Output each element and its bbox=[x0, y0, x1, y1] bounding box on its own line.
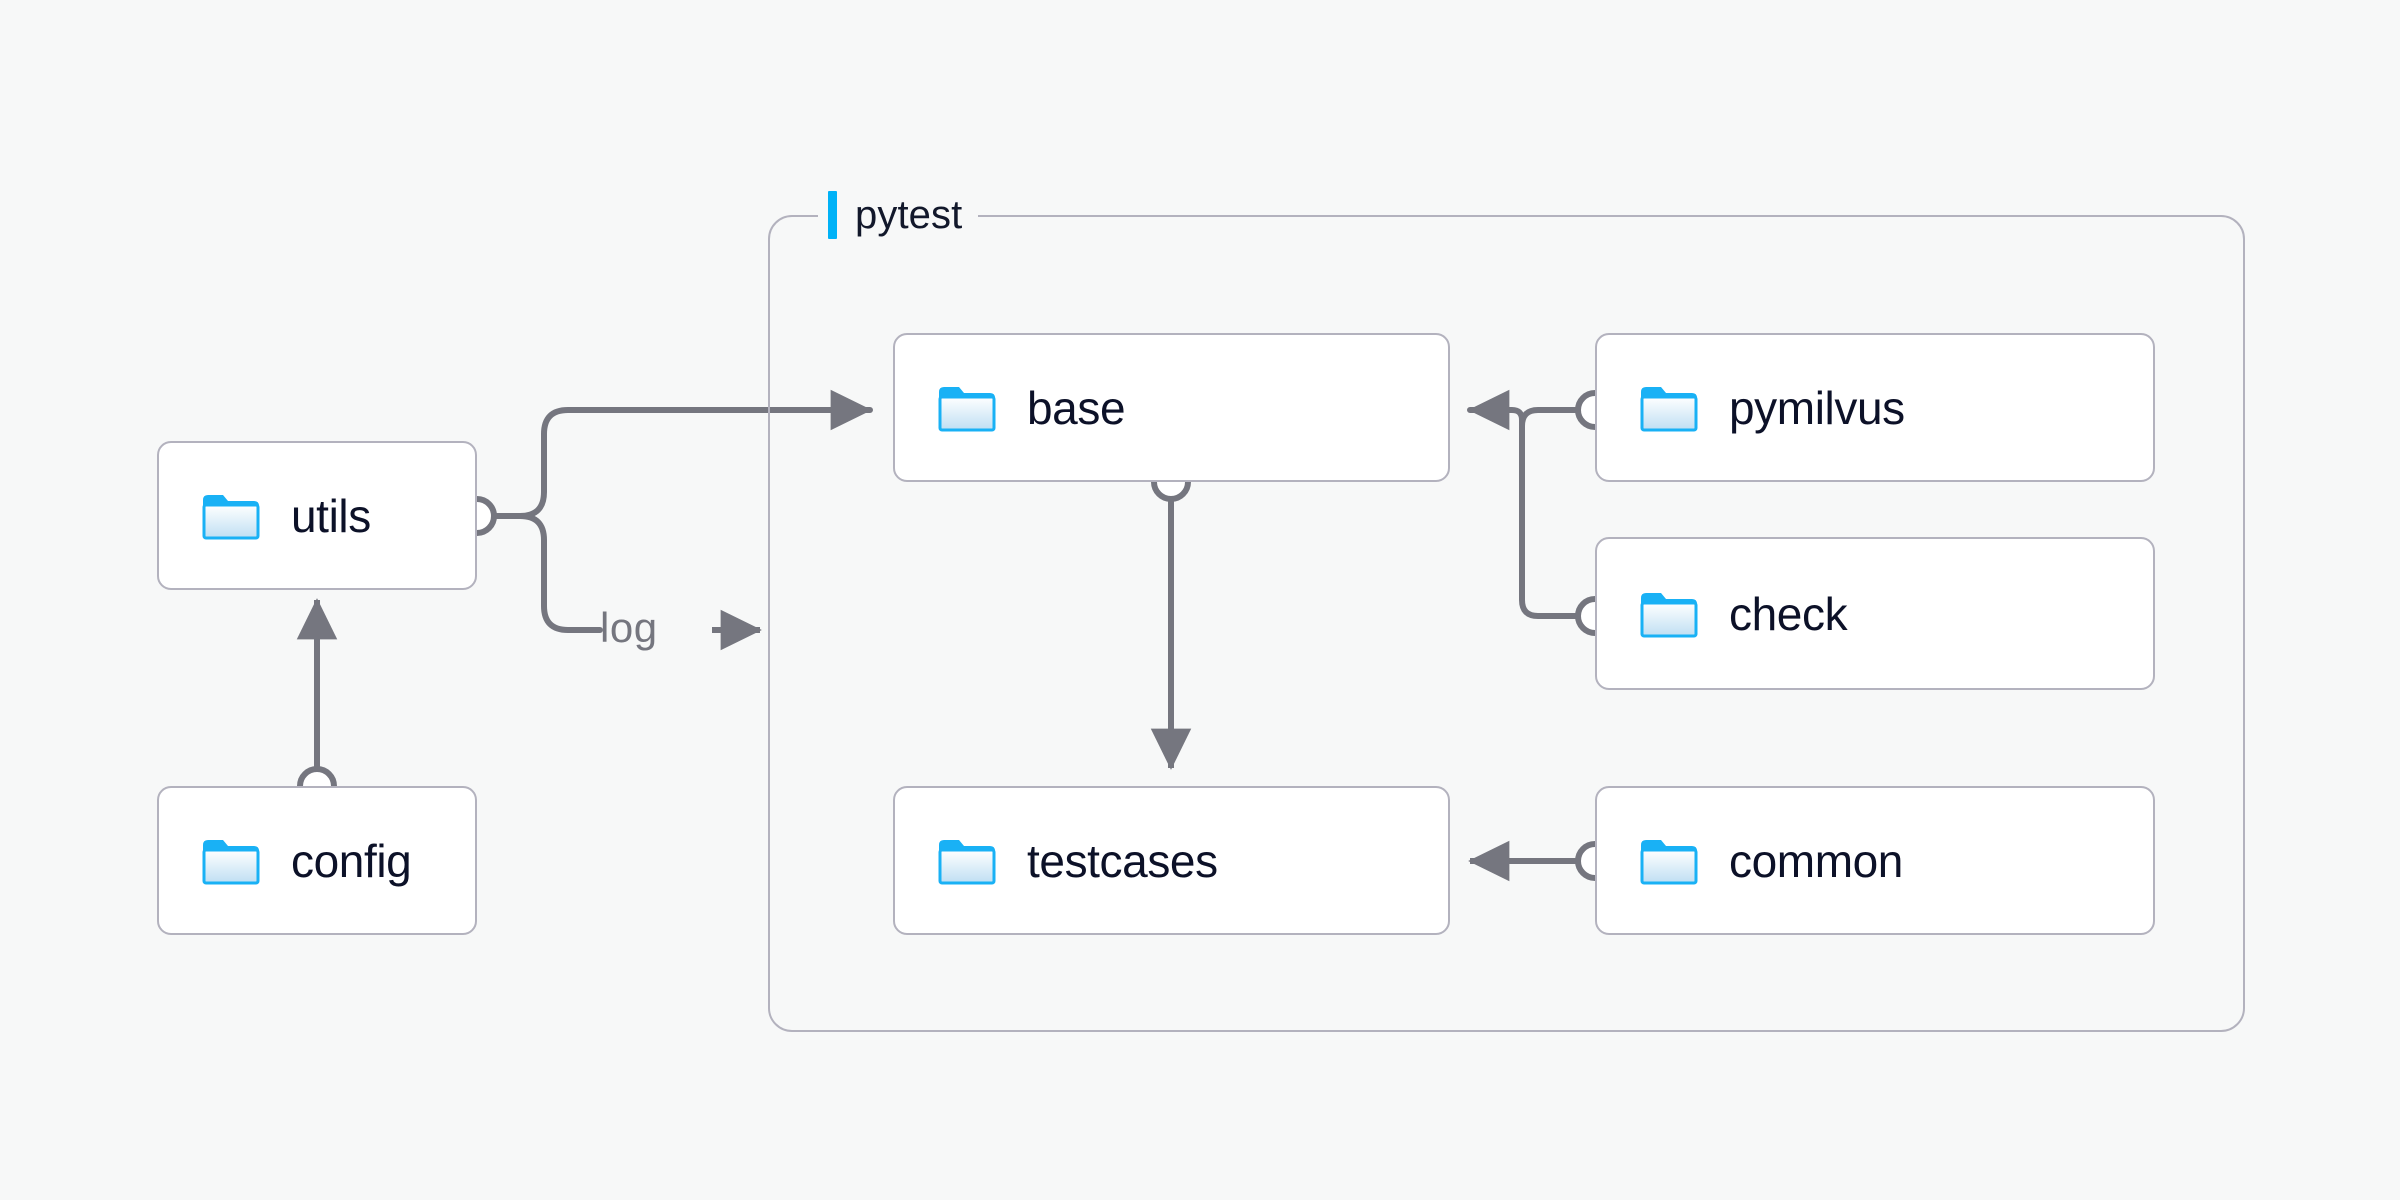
node-config[interactable]: config bbox=[157, 786, 477, 935]
folder-icon bbox=[938, 386, 996, 431]
node-utils-label: utils bbox=[291, 489, 371, 542]
group-title-text: pytest bbox=[855, 192, 963, 237]
node-base-label: base bbox=[1027, 381, 1126, 434]
folder-icon bbox=[1640, 386, 1698, 431]
node-testcases[interactable]: testcases bbox=[893, 786, 1450, 935]
group-pytest-label: pytest bbox=[818, 187, 979, 243]
node-pymilvus-label: pymilvus bbox=[1729, 381, 1905, 434]
folder-icon bbox=[202, 494, 260, 539]
node-testcases-label: testcases bbox=[1027, 834, 1218, 887]
node-common[interactable]: common bbox=[1595, 786, 2155, 935]
folder-icon bbox=[202, 839, 260, 884]
edge-label-log: log bbox=[600, 604, 658, 651]
folder-icon bbox=[938, 839, 996, 884]
edge-utils-log bbox=[491, 513, 762, 651]
node-check-label: check bbox=[1729, 587, 1848, 640]
node-check[interactable]: check bbox=[1595, 537, 2155, 690]
node-config-label: config bbox=[291, 834, 412, 887]
node-common-label: common bbox=[1729, 834, 1903, 887]
group-accent-bar bbox=[828, 191, 837, 239]
folder-icon bbox=[1640, 839, 1698, 884]
node-pymilvus[interactable]: pymilvus bbox=[1595, 333, 2155, 482]
node-utils[interactable]: utils bbox=[157, 441, 477, 590]
group-pytest bbox=[768, 215, 2245, 1032]
folder-icon bbox=[1640, 592, 1698, 637]
node-base[interactable]: base bbox=[893, 333, 1450, 482]
edge-config-to-utils bbox=[296, 598, 338, 806]
